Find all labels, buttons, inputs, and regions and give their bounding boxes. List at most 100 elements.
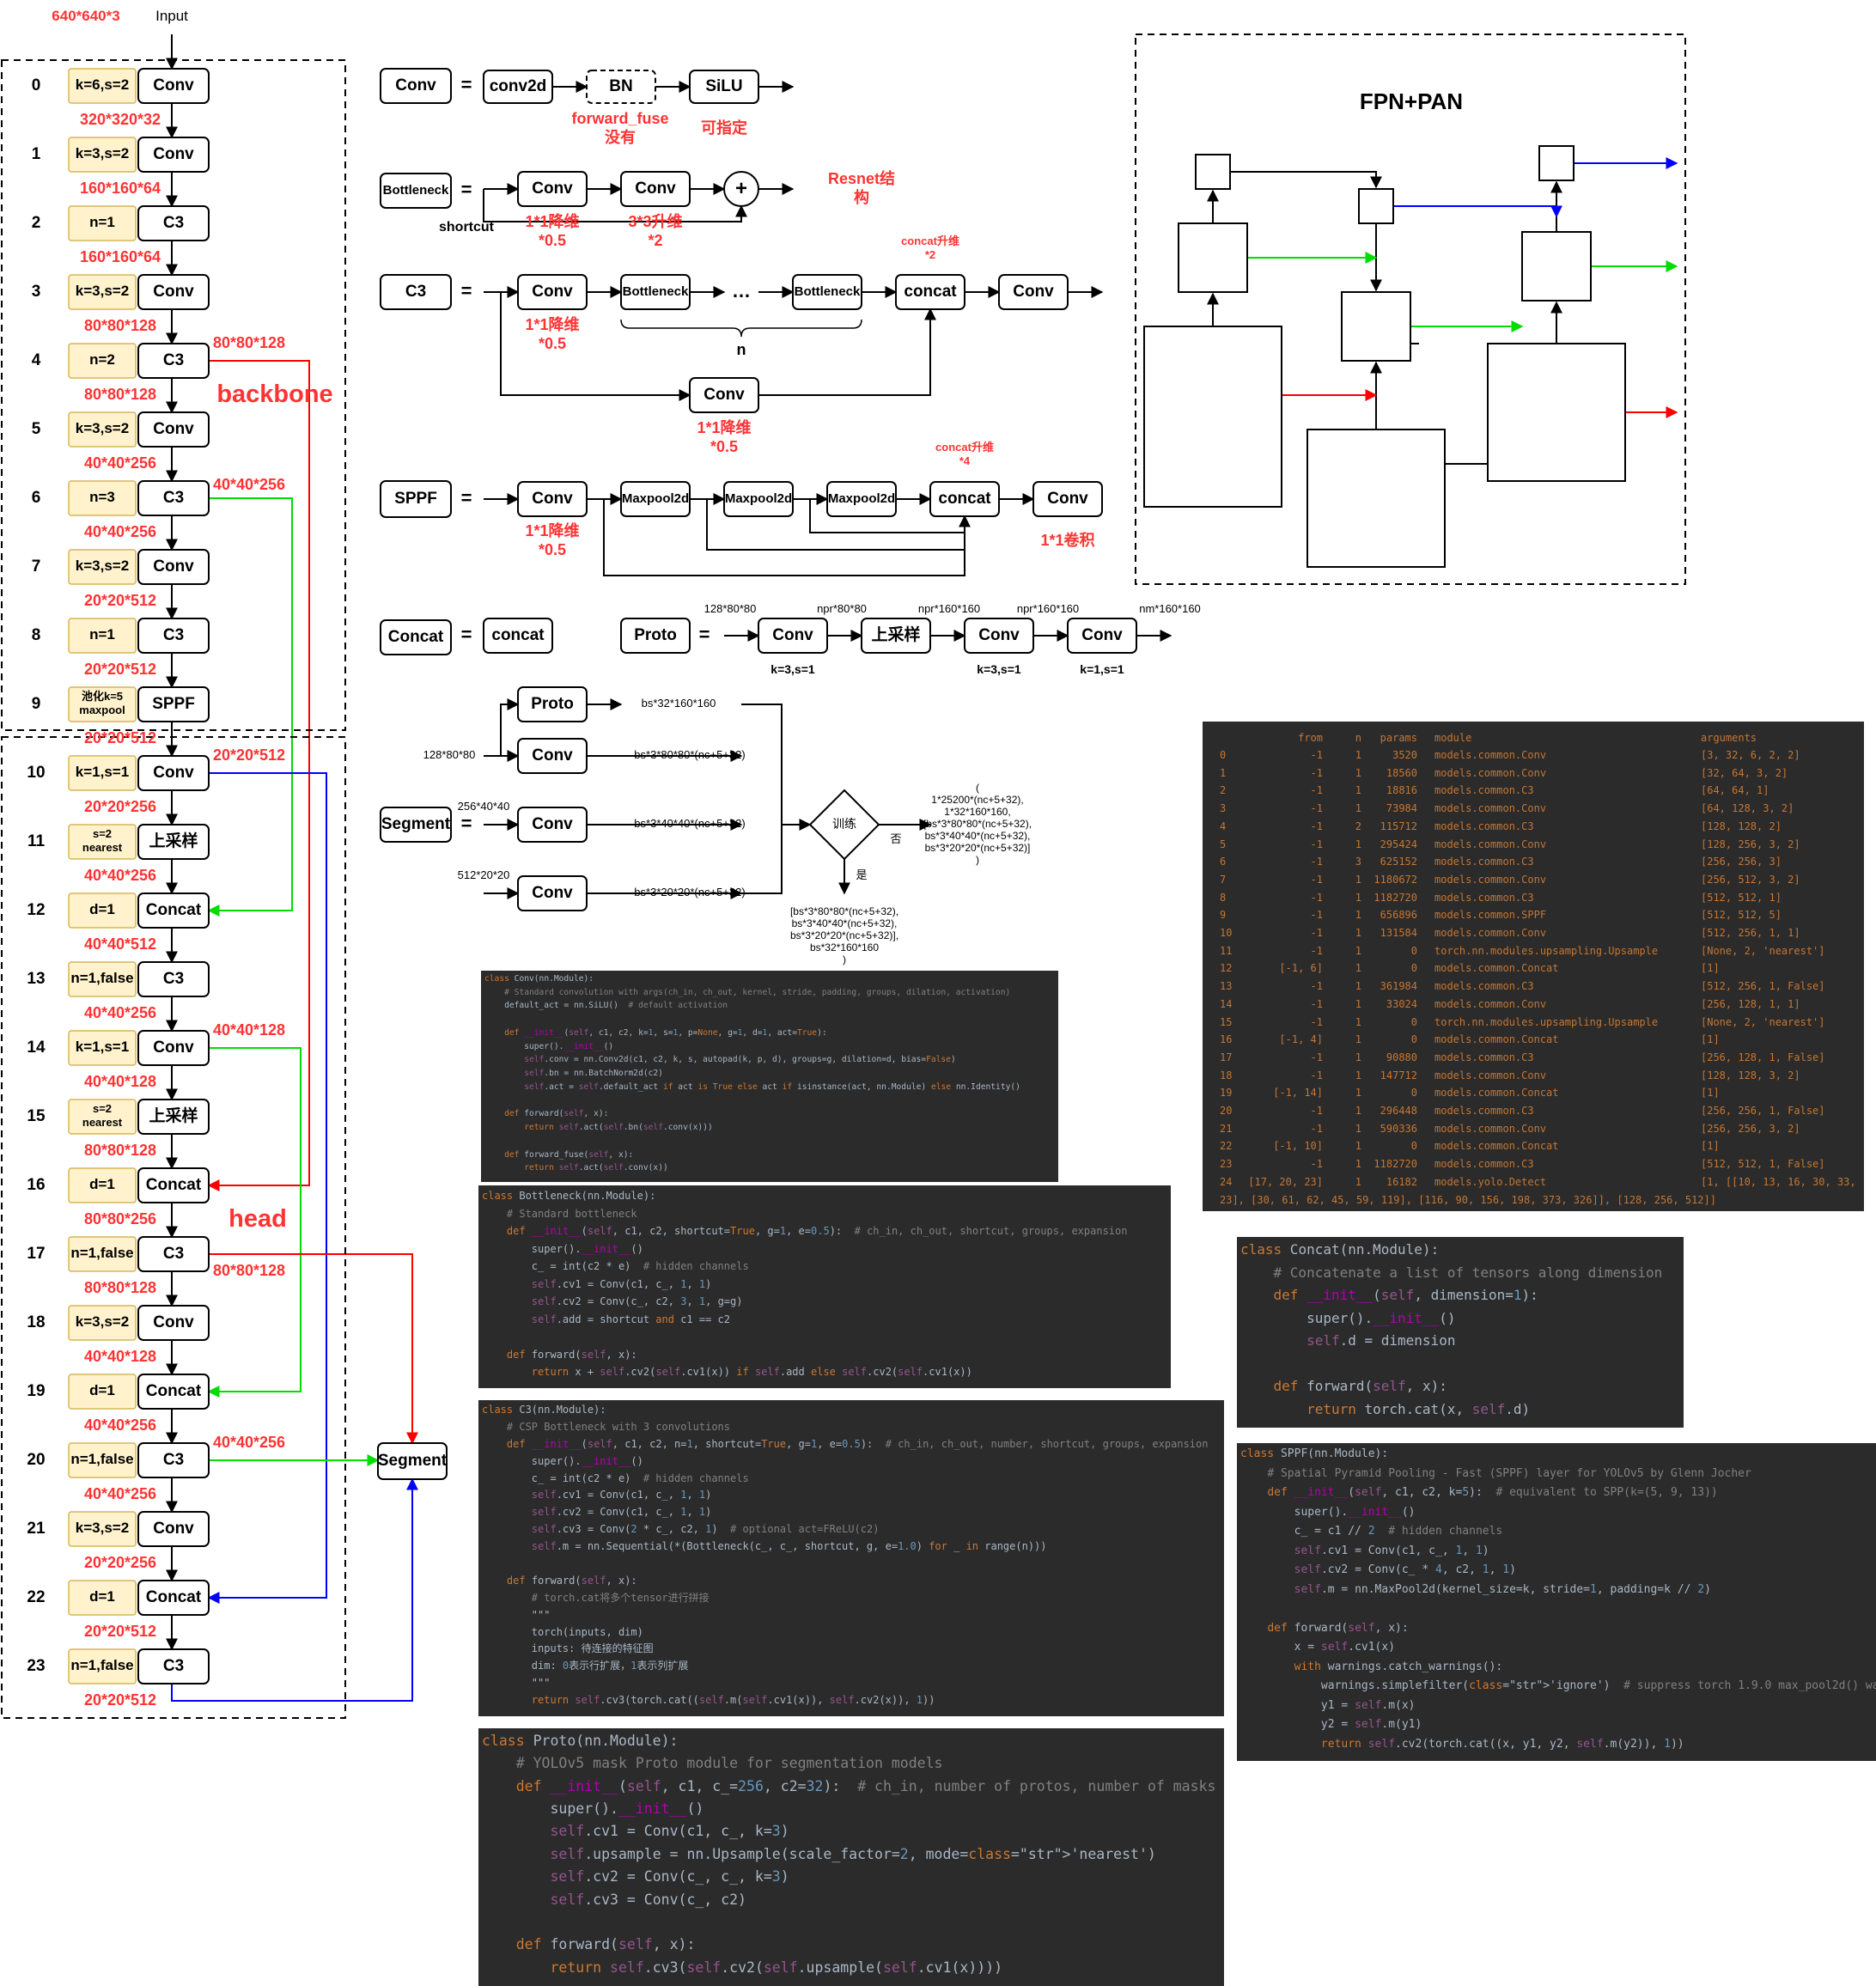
layer-index: 10: [27, 764, 45, 782]
shortcut-label: shortcut: [439, 220, 495, 235]
layer-param: [68, 1648, 137, 1684]
training-decision: [808, 789, 880, 861]
table-cell-n: 1: [1355, 1122, 1361, 1135]
table-cell-params: 115712: [1380, 819, 1417, 832]
label: 1*1降维*0.5: [697, 418, 751, 455]
layer-param: [68, 824, 137, 860]
table-cell-n: 2: [1355, 819, 1361, 832]
table-cell-module: models.common.C3: [1434, 819, 1534, 832]
table-cell-from: -1: [1310, 819, 1323, 832]
c3-bottleneck1: [620, 274, 691, 310]
head-frame: [1, 736, 346, 1719]
code-line: class Bottleneck(nn.Module):: [482, 1190, 656, 1202]
layer-module: [137, 1030, 210, 1066]
code-line: self.upsample = nn.Upsample(scale_factor…: [550, 1845, 1156, 1862]
layer-param: [68, 274, 137, 310]
code-line: class C3(nn.Module):: [482, 1404, 606, 1416]
table-cell-args: [512, 512, 1]: [1701, 891, 1782, 904]
code-line: self.m = nn.Sequential(*(Bottleneck(c_, …: [531, 1540, 1047, 1553]
code-line: super().__init__(): [484, 1041, 614, 1051]
c3-bottleneck2: [792, 274, 862, 310]
table-cell-params: 0: [1410, 962, 1417, 975]
backbone-frame: [1, 59, 346, 731]
head-label: head: [228, 1205, 287, 1233]
code-line: self.cv3 = Conv(2 * c_, c2, 1) # optiona…: [531, 1523, 880, 1536]
label: concat升维*2: [901, 235, 959, 261]
sppf-maxpool3: [826, 481, 897, 517]
code-line: def __init__(self, dimension=1):: [1273, 1287, 1538, 1303]
layer-module-label: C3: [163, 1245, 184, 1263]
table-cell-module: models.common.Concat: [1434, 962, 1559, 975]
label: bs*32*160*160: [642, 697, 716, 710]
layer-module: [137, 274, 210, 310]
code-line: return self.cv3(torch.cat((self.m(self.c…: [531, 1694, 935, 1707]
table-cell-args: [None, 2, 'nearest']: [1701, 944, 1825, 957]
code-line: torch(inputs, dim): [482, 1625, 643, 1638]
label: bs*3*40*40*(nc+5+32): [634, 817, 745, 830]
code-block-proto: class Proto(nn.Module): # YOLOv5 mask Pr…: [478, 1728, 1224, 1986]
table-cell-i: 16: [1220, 1033, 1233, 1046]
code-line: super().__init__(): [1240, 1505, 1416, 1519]
layer-param: [68, 1442, 137, 1478]
c3-conv1-label: Conv: [532, 283, 573, 301]
table-cell-n: 1: [1355, 1015, 1361, 1028]
def-sppf-name-label: SPPF: [394, 490, 437, 508]
layer-index: 17: [27, 1245, 45, 1263]
layer-module-label: Conv: [153, 1039, 194, 1057]
layer-module-label: Concat: [146, 1176, 202, 1194]
concat-node: [483, 618, 553, 654]
table-cell-module: models.common.C3: [1434, 980, 1534, 993]
table-cell-module: models.yolo.Detect: [1434, 1175, 1547, 1188]
layer-module-label: Conv: [153, 764, 194, 782]
label: nm*160*160: [1139, 602, 1201, 615]
layer-module: [137, 618, 210, 654]
sppf-maxpool2-label: Maxpool2d: [725, 491, 792, 506]
label: concat升维*4: [935, 441, 994, 467]
table-cell-n: 1: [1355, 1033, 1361, 1046]
table-cell-from: -1: [1310, 1122, 1323, 1135]
layer-module-label: Concat: [146, 1382, 202, 1400]
table-cell-from: -1: [1310, 944, 1323, 957]
table-cell-from: -1: [1310, 873, 1323, 886]
label: 否: [890, 832, 901, 845]
layer-param: [68, 892, 137, 929]
table-cell-from: -1: [1310, 1015, 1323, 1028]
table-cell-module: models.common.C3: [1434, 784, 1534, 797]
code-line: """: [482, 1608, 551, 1621]
code-line: self.cv2 = Conv(c1, c_, 1, 1): [531, 1506, 712, 1519]
layer-param-label: n=2: [89, 351, 115, 368]
layer-param-label: k=3,s=2: [76, 1520, 129, 1536]
label: 20*20*512: [213, 746, 285, 764]
table-cell-n: 1: [1355, 1175, 1361, 1188]
table-cell-module: module: [1434, 732, 1472, 744]
layer-output-size: 40*40*256: [84, 867, 156, 884]
table-cell-from: -1: [1310, 784, 1323, 797]
layer-output-size: 20*20*512: [84, 1691, 156, 1709]
proto-upsample: [861, 618, 931, 654]
layer-module: [137, 961, 210, 997]
code-line: # CSP Bottleneck with 3 convolutions: [506, 1420, 730, 1433]
label: Resnet结构: [828, 169, 895, 206]
label: 1*1卷积: [1040, 531, 1094, 549]
label: (1*25200*(nc+5+32),1*32*160*160,[bs*3*80…: [923, 782, 1032, 866]
table-cell-module: models.common.SPPF: [1434, 909, 1547, 922]
table-cell-i: 5: [1220, 838, 1227, 850]
layer-param: [68, 618, 137, 654]
table-cell-args: [1]: [1701, 962, 1720, 975]
layer-output-size: 160*160*64: [80, 180, 161, 197]
layer-module: [137, 480, 210, 516]
layer-index: 19: [27, 1382, 45, 1400]
table-cell-module: models.common.Conv: [1434, 997, 1547, 1010]
layer-output-size: 20*20*256: [84, 798, 156, 815]
connector: [207, 497, 293, 917]
table-cell-n: 1: [1355, 1051, 1361, 1063]
def-concat-name: [380, 619, 452, 655]
layer-param: [68, 961, 137, 997]
connector: [171, 1477, 418, 1702]
layer-param: [68, 686, 137, 722]
proto-conv2: [964, 618, 1034, 654]
table-cell-module: models.common.C3: [1434, 1158, 1534, 1171]
layer-param: [68, 1305, 137, 1341]
layer-param-label: n=1,false: [70, 1245, 133, 1261]
code-line: [1240, 1353, 1680, 1376]
